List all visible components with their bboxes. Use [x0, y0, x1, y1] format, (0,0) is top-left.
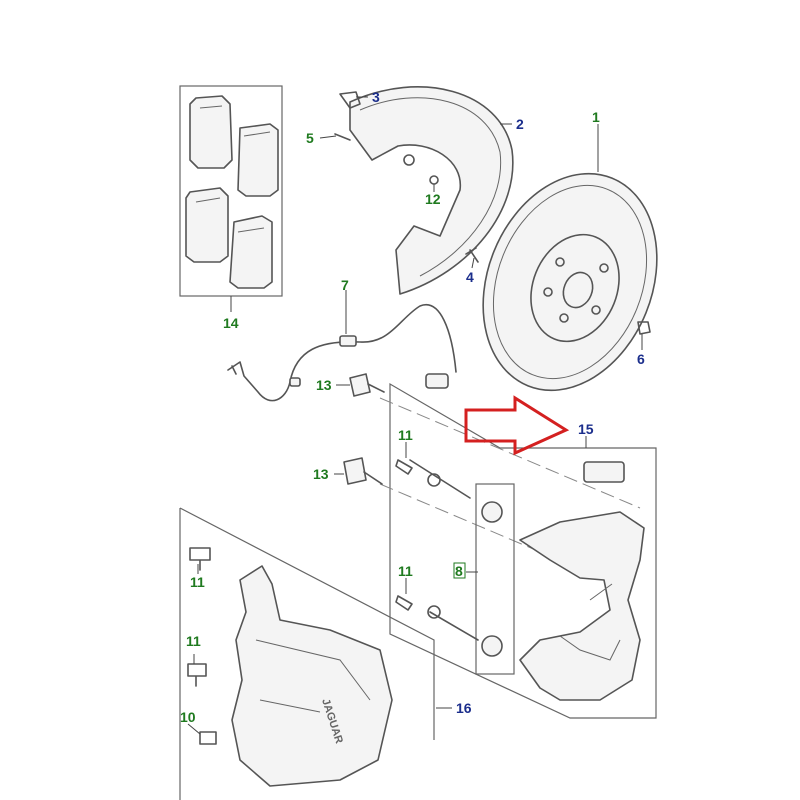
callout-6: 6 — [637, 351, 645, 367]
callout-2: 2 — [516, 116, 524, 132]
callout-4: 4 — [466, 269, 474, 285]
callout-13-b: 13 — [313, 466, 329, 482]
callout-1: 1 — [592, 109, 600, 125]
wheel-speed-sensor — [227, 303, 457, 402]
callout-11-c: 11 — [190, 574, 205, 590]
callout-16: 16 — [456, 700, 472, 716]
caliper-frame — [179, 507, 435, 800]
caliper-bolts-16 — [187, 547, 217, 745]
callout-13-a: 13 — [316, 377, 332, 393]
leader-lines — [187, 96, 643, 735]
callout-11-a: 11 — [398, 427, 413, 443]
brake-disc — [482, 172, 658, 392]
callout-15: 15 — [578, 421, 594, 437]
pad-set-frame — [179, 85, 283, 312]
callout-8-box — [453, 562, 466, 579]
callout-3: 3 — [372, 89, 380, 105]
brake-caliper: JAGUAR — [231, 565, 393, 787]
highlight-arrow — [464, 395, 570, 456]
brake-pad-set — [185, 95, 279, 289]
carrier-kit-frame — [389, 382, 657, 719]
callout-11-d: 11 — [186, 633, 201, 649]
guide-pin-kit — [395, 459, 515, 675]
callout-14: 14 — [223, 315, 239, 331]
callout-12: 12 — [425, 191, 441, 207]
callouts: 1 2 3 4 5 6 7 8 10 11 11 11 11 12 13 13 … — [180, 89, 645, 725]
callout-5: 5 — [306, 130, 314, 146]
small-fasteners — [334, 133, 651, 335]
callout-8: 8 — [455, 563, 463, 579]
callout-10: 10 — [180, 709, 196, 725]
caliper-carrier — [519, 461, 645, 701]
caliper-bolts — [343, 373, 385, 485]
callout-11-b: 11 — [398, 563, 413, 579]
callout-7: 7 — [341, 277, 349, 293]
